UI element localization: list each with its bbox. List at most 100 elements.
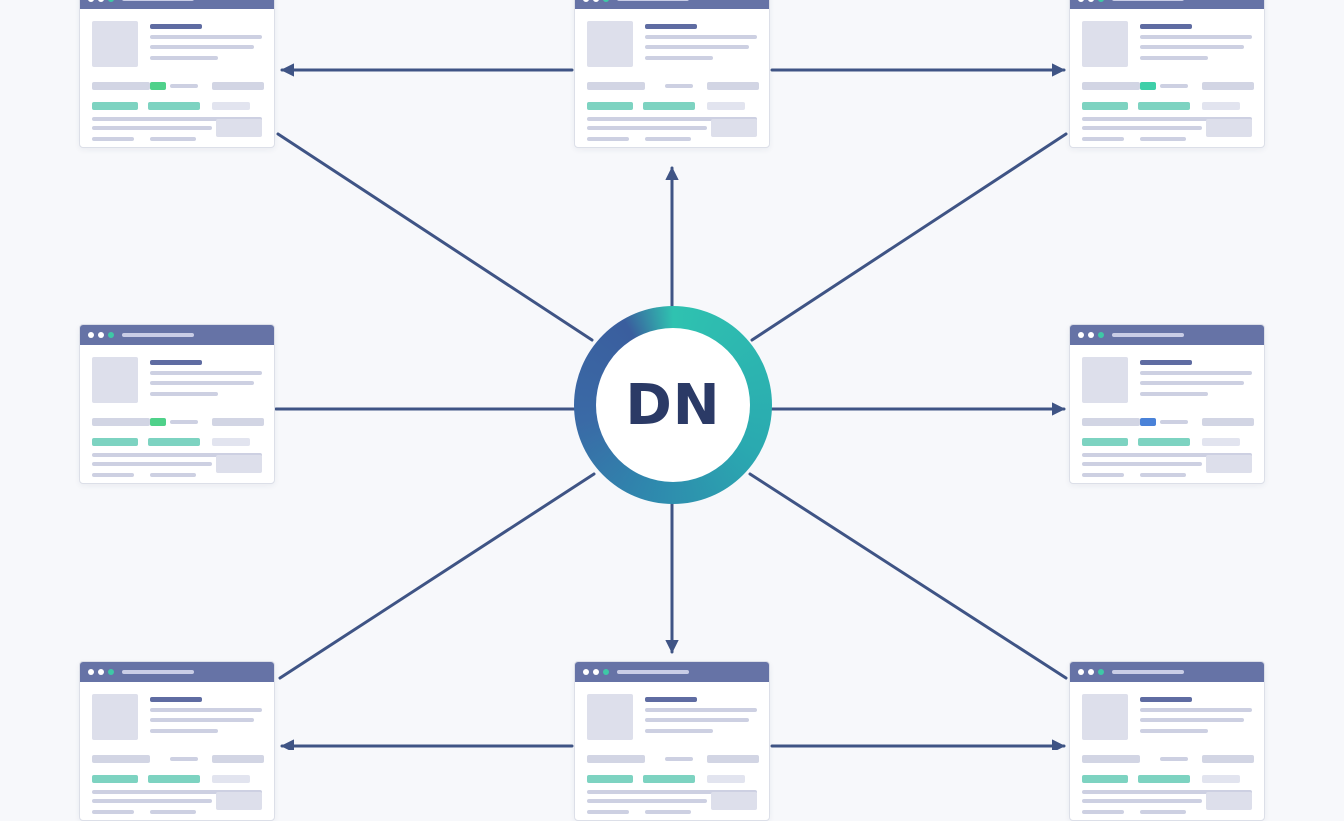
image-placeholder xyxy=(92,357,138,403)
address-bar-placeholder xyxy=(122,333,194,337)
text-line xyxy=(645,56,713,60)
meta-placeholder xyxy=(587,755,645,763)
text-line xyxy=(1140,35,1252,39)
image-placeholder xyxy=(1082,357,1128,403)
text-line xyxy=(150,371,262,375)
text-line xyxy=(170,757,198,761)
text-line xyxy=(150,473,196,477)
text-line xyxy=(645,708,757,712)
action-button-placeholder xyxy=(212,775,250,783)
meta-placeholder xyxy=(92,418,150,426)
text-line xyxy=(587,799,707,803)
text-line xyxy=(92,137,134,141)
window-dot xyxy=(98,332,104,338)
window-dot xyxy=(1078,669,1084,675)
address-bar-placeholder xyxy=(1112,333,1184,337)
text-line xyxy=(1160,420,1188,424)
action-button-placeholder xyxy=(148,438,200,446)
text-line xyxy=(587,117,757,121)
action-button-placeholder xyxy=(1202,102,1240,110)
address-bar-placeholder xyxy=(1112,0,1184,1)
text-line xyxy=(1140,718,1244,722)
webpage-card-middle-left xyxy=(79,324,275,484)
text-line xyxy=(1082,137,1124,141)
webpage-card-bottom-left xyxy=(79,661,275,821)
meta-placeholder xyxy=(707,755,759,763)
meta-placeholder xyxy=(1082,755,1140,763)
text-line xyxy=(92,462,212,466)
thumbnail-placeholder xyxy=(216,119,262,137)
text-line xyxy=(92,117,262,121)
meta-placeholder xyxy=(1202,418,1254,426)
action-button-placeholder xyxy=(707,102,745,110)
text-line xyxy=(1140,137,1186,141)
window-dot xyxy=(583,0,589,2)
action-button-placeholder xyxy=(212,438,250,446)
status-tag xyxy=(150,418,166,426)
text-line xyxy=(645,35,757,39)
text-line xyxy=(170,84,198,88)
action-button-placeholder xyxy=(1138,102,1190,110)
status-tag xyxy=(1140,82,1156,90)
window-dot xyxy=(603,0,609,2)
action-button-placeholder xyxy=(643,775,695,783)
window-dot xyxy=(1098,669,1104,675)
text-line xyxy=(1082,810,1124,814)
window-dot xyxy=(108,0,114,2)
action-button-placeholder xyxy=(587,102,633,110)
text-line xyxy=(1140,810,1186,814)
window-dot xyxy=(593,0,599,2)
connector-diag-upper-left xyxy=(276,132,594,342)
window-dot xyxy=(88,332,94,338)
meta-placeholder xyxy=(707,82,759,90)
text-line xyxy=(1082,473,1124,477)
window-dot xyxy=(593,669,599,675)
window-dot xyxy=(583,669,589,675)
text-line xyxy=(587,126,707,130)
browser-header-bar xyxy=(1070,0,1264,9)
action-button-placeholder xyxy=(1082,775,1128,783)
text-line xyxy=(645,137,691,141)
meta-placeholder xyxy=(587,82,645,90)
meta-placeholder xyxy=(212,418,264,426)
browser-header-bar xyxy=(575,0,769,9)
action-button-placeholder xyxy=(148,775,200,783)
text-line xyxy=(1082,462,1202,466)
heading-line xyxy=(150,697,202,702)
text-line xyxy=(587,810,629,814)
image-placeholder xyxy=(587,21,633,67)
text-line xyxy=(150,392,218,396)
meta-placeholder xyxy=(212,755,264,763)
connector-diagram xyxy=(274,63,1068,750)
text-line xyxy=(150,137,196,141)
action-button-placeholder xyxy=(1138,438,1190,446)
window-dot xyxy=(1098,332,1104,338)
action-button-placeholder xyxy=(92,438,138,446)
text-line xyxy=(150,718,254,722)
address-bar-placeholder xyxy=(122,0,194,1)
thumbnail-placeholder xyxy=(1206,119,1252,137)
action-button-placeholder xyxy=(92,775,138,783)
window-dot xyxy=(88,669,94,675)
action-button-placeholder xyxy=(92,102,138,110)
thumbnail-placeholder xyxy=(216,792,262,810)
meta-placeholder xyxy=(1082,418,1140,426)
hub-label: DN xyxy=(625,372,721,438)
window-dot xyxy=(1078,332,1084,338)
text-line xyxy=(1082,799,1202,803)
text-line xyxy=(92,799,212,803)
connector-diag-lower-right xyxy=(748,472,1068,680)
heading-line xyxy=(645,24,697,29)
window-dot xyxy=(88,0,94,2)
heading-line xyxy=(1140,360,1192,365)
text-line xyxy=(1160,84,1188,88)
window-dot xyxy=(98,0,104,2)
text-line xyxy=(1140,392,1208,396)
window-dot xyxy=(1088,669,1094,675)
text-line xyxy=(665,757,693,761)
webpage-card-bottom-center xyxy=(574,661,770,821)
text-line xyxy=(1140,708,1252,712)
status-tag xyxy=(150,82,166,90)
text-line xyxy=(645,729,713,733)
meta-placeholder xyxy=(1082,82,1140,90)
